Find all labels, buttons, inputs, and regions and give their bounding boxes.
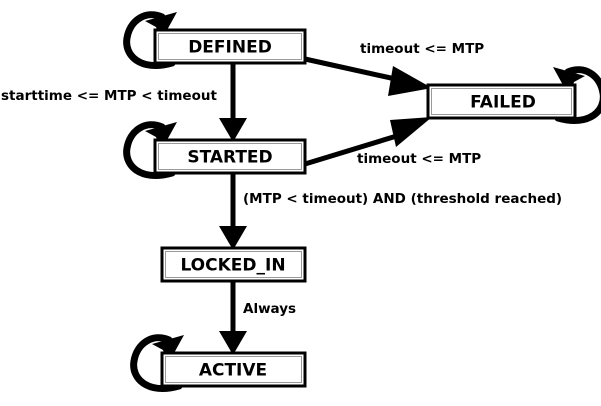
defined-box-inner-edge bbox=[158, 33, 302, 60]
transition-defined-self bbox=[123, 11, 177, 69]
locked-in-label: LOCKED_IN bbox=[180, 256, 285, 276]
defined-to-failed-arrowhead bbox=[388, 66, 432, 96]
state-node-active[interactable]: ACTIVE bbox=[160, 351, 307, 388]
state-node-started[interactable]: STARTED bbox=[153, 138, 307, 175]
defined-self-loop-path bbox=[123, 11, 176, 69]
transition-started-to-locked-in bbox=[219, 173, 247, 250]
edge-label-timeout-mtp-bottom: timeout <= MTP bbox=[357, 151, 481, 167]
edge-label-mtp-threshold: (MTP < timeout) AND (threshold reached) bbox=[243, 191, 562, 207]
started-to-failed-line bbox=[304, 132, 401, 167]
failed-self-arrowhead bbox=[553, 67, 585, 96]
active-self-arrowhead bbox=[152, 335, 184, 364]
locked-in-box[interactable] bbox=[160, 246, 307, 283]
defined-self-arrowhead bbox=[145, 12, 177, 41]
started-self-arrowhead bbox=[145, 122, 177, 151]
defined-label: DEFINED bbox=[188, 38, 272, 58]
transition-defined-to-started bbox=[219, 63, 247, 142]
started-box-inner-edge bbox=[158, 143, 302, 170]
active-label: ACTIVE bbox=[199, 361, 267, 381]
started-label: STARTED bbox=[187, 148, 272, 168]
failed-self-loop-path bbox=[554, 66, 601, 124]
transition-defined-to-failed bbox=[304, 56, 432, 96]
transition-started-self bbox=[123, 121, 177, 179]
started-box[interactable] bbox=[153, 138, 307, 175]
locked-in-to-active-arrowhead bbox=[219, 331, 247, 355]
failed-label: FAILED bbox=[470, 93, 536, 113]
started-to-failed-arrowhead bbox=[390, 117, 432, 147]
edge-label-starttime-mtp-timeout: starttime <= MTP < timeout bbox=[1, 88, 217, 104]
state-node-failed[interactable]: FAILED bbox=[426, 83, 577, 120]
failed-box-inner-edge bbox=[431, 88, 572, 115]
state-node-defined[interactable]: DEFINED bbox=[153, 28, 307, 65]
defined-to-failed-line bbox=[304, 56, 401, 83]
state-node-locked-in[interactable]: LOCKED_IN bbox=[160, 246, 307, 283]
active-self-loop-path bbox=[130, 334, 183, 392]
started-self-loop-path bbox=[123, 121, 176, 179]
defined-to-started-arrowhead bbox=[219, 118, 247, 142]
defined-box[interactable] bbox=[153, 28, 307, 65]
active-box[interactable] bbox=[160, 351, 307, 388]
failed-box[interactable] bbox=[426, 83, 577, 120]
locked-in-box-inner-edge bbox=[165, 251, 302, 278]
edge-label-timeout-mtp-top: timeout <= MTP bbox=[360, 41, 484, 57]
transition-started-to-failed bbox=[304, 117, 432, 167]
active-box-inner-edge bbox=[165, 356, 302, 383]
transition-failed-self bbox=[553, 66, 601, 124]
edge-label-always: Always bbox=[243, 301, 296, 317]
transition-locked-in-to-active bbox=[219, 281, 247, 355]
transition-active-self bbox=[130, 334, 184, 392]
started-to-locked-in-arrowhead bbox=[219, 226, 247, 250]
